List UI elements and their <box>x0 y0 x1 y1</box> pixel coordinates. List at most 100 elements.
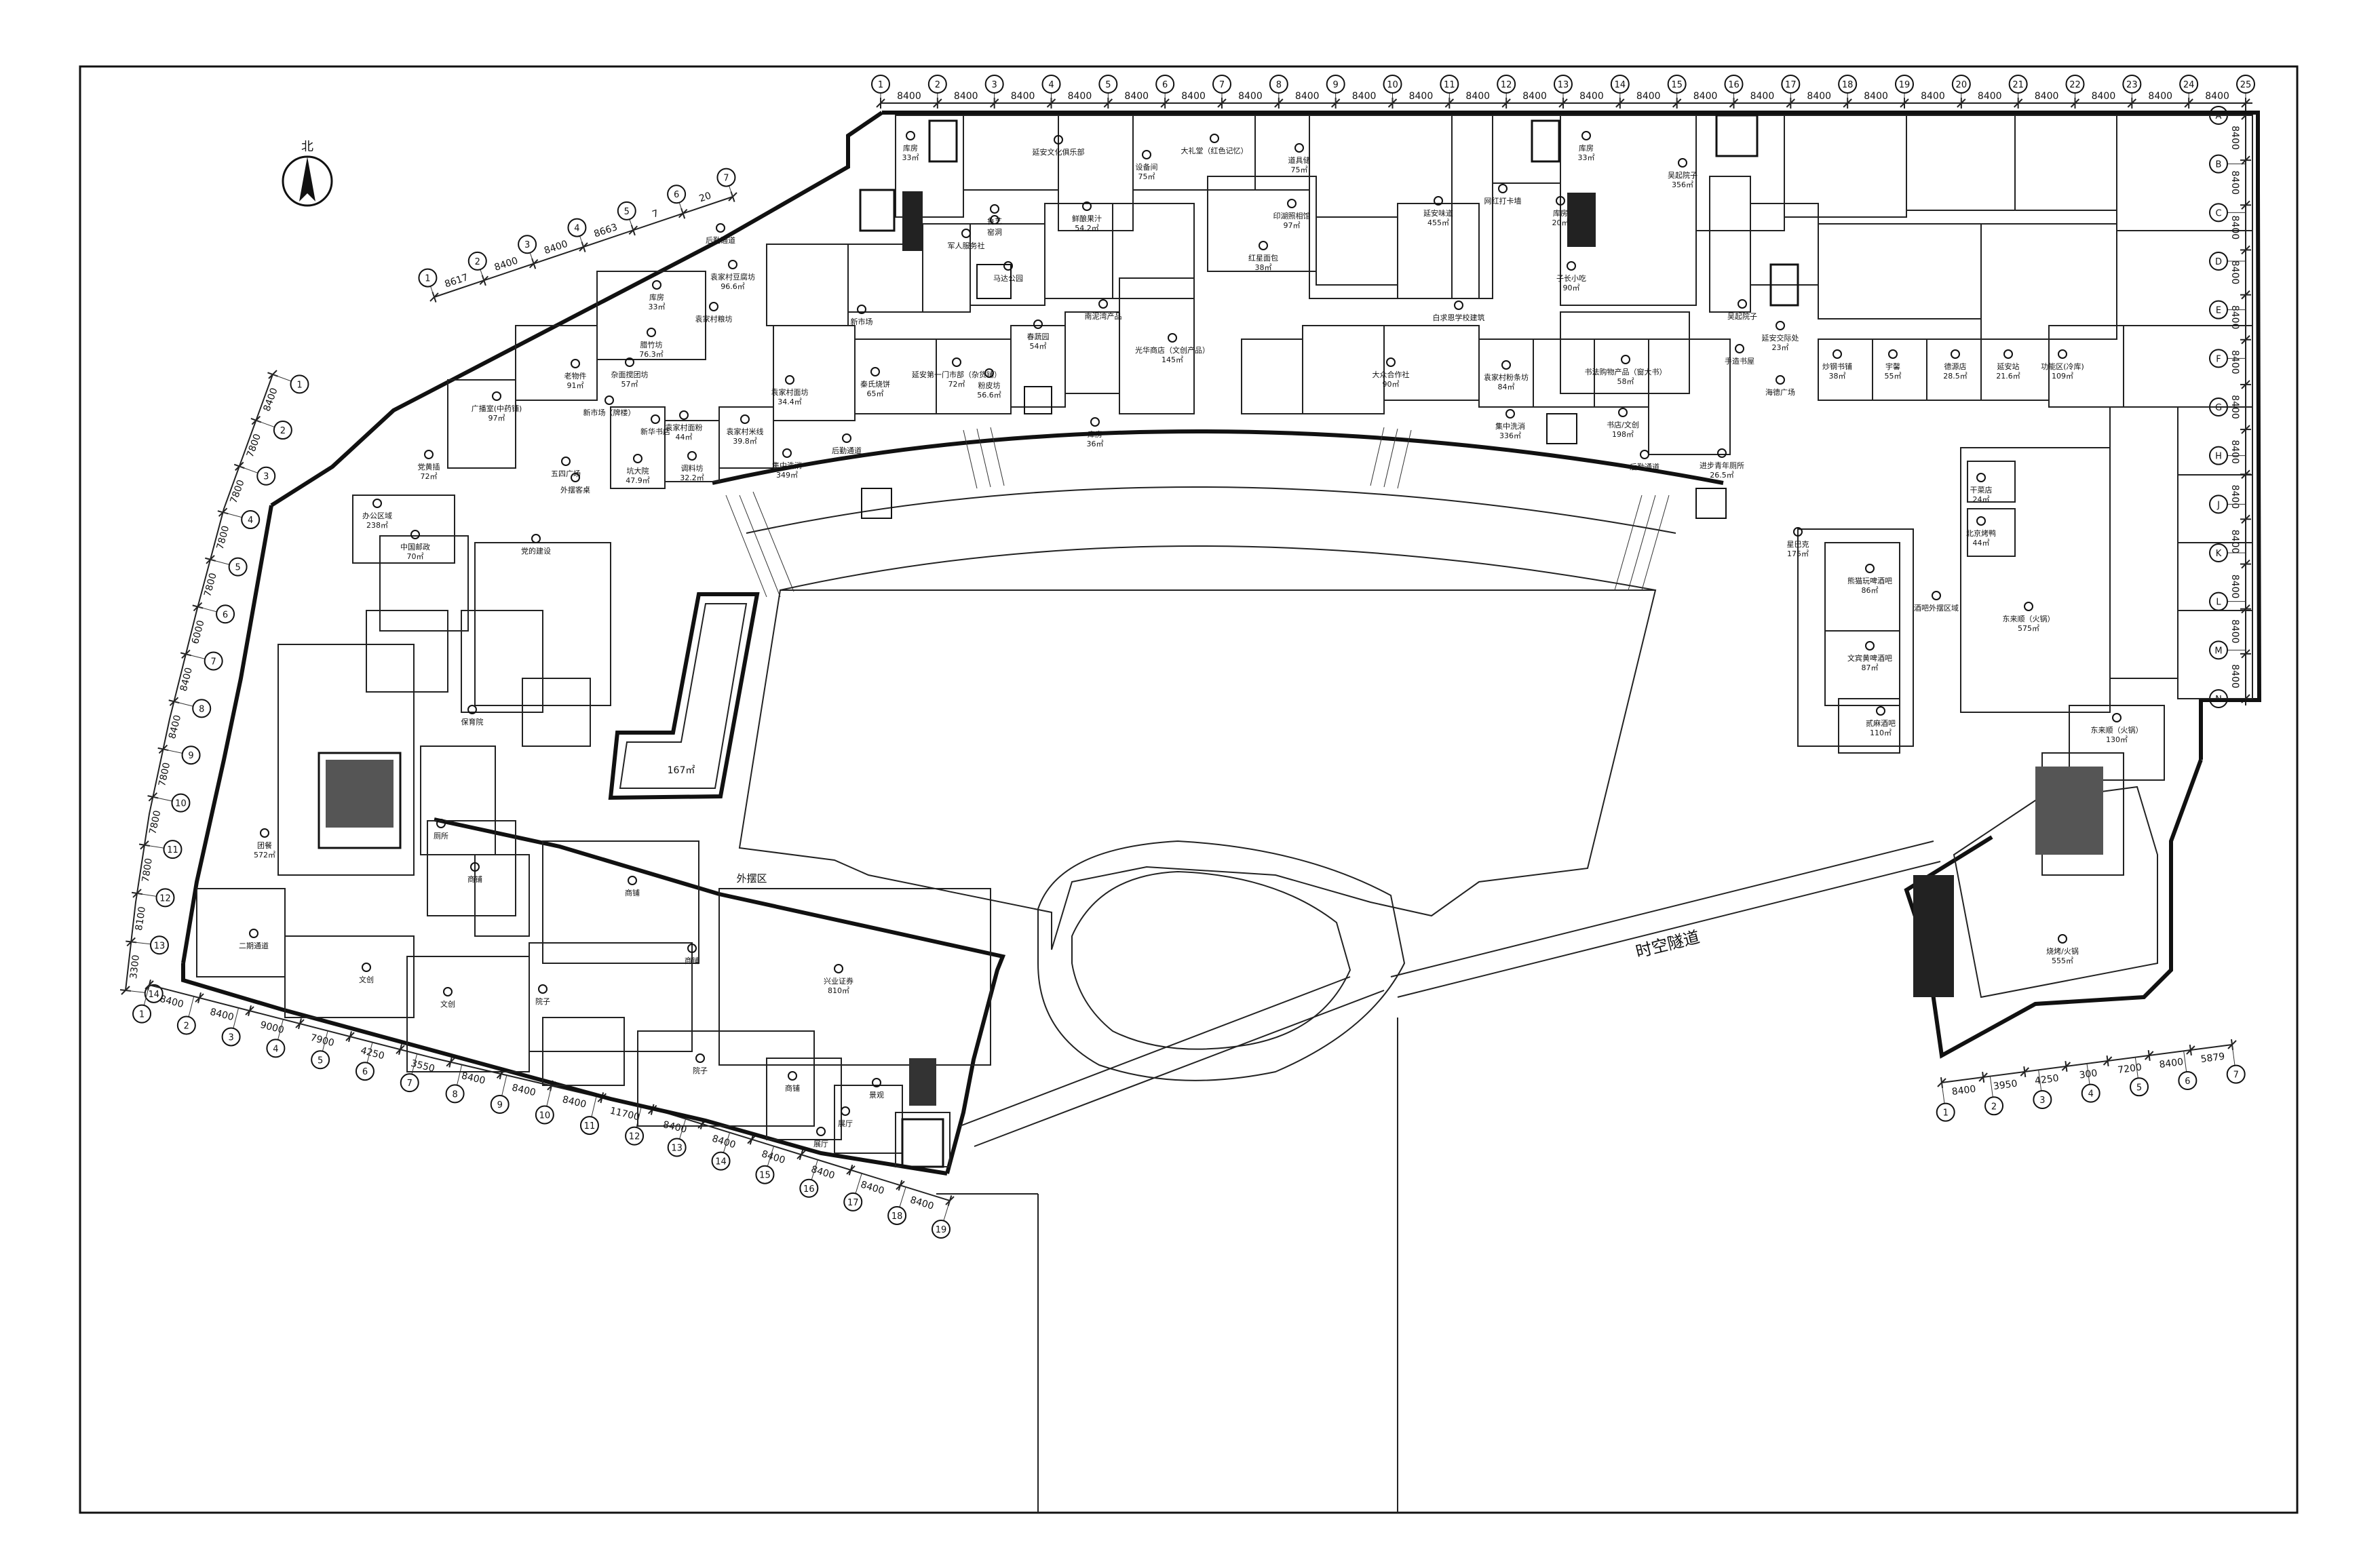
room-area: 84㎡ <box>1498 383 1515 391</box>
axis-label: D <box>2215 257 2222 267</box>
room-label: 军人服务社 <box>948 229 985 250</box>
dimension-label: 7900 <box>309 1032 336 1049</box>
axis-bubble: 12 <box>136 888 175 908</box>
room-area: 810㎡ <box>828 986 849 995</box>
dimension-label: 8400 <box>261 387 280 413</box>
axis-label: 19 <box>1899 80 1911 90</box>
axis-label: 6 <box>223 610 228 620</box>
bottom-left-dimension-string: 8400840090007900425035508400840084001170… <box>145 980 955 1212</box>
room-name: 党黄插 <box>418 462 440 471</box>
axis-label: 6 <box>1162 80 1168 90</box>
room-area: 57㎡ <box>621 380 638 389</box>
room-marker-icon <box>443 987 453 996</box>
road-label: 时空隧道 <box>1634 927 1702 961</box>
north-arrow-icon: 北 <box>282 140 333 207</box>
room-marker-icon <box>1621 355 1630 364</box>
axis-label: A <box>2216 111 2222 121</box>
axis-bubble: 4 <box>266 1019 286 1058</box>
room-marker-icon <box>1454 301 1463 310</box>
axis-bubble: 7 <box>1212 75 1231 103</box>
room-label: 后勤通道 <box>1630 450 1659 471</box>
axis-bubble: 4 <box>223 510 261 530</box>
axis-bubble: 5 <box>1098 75 1118 103</box>
room-area: 65㎡ <box>867 389 884 398</box>
room-name: 子长小吃 <box>1556 274 1586 283</box>
room-marker-icon <box>1033 319 1043 329</box>
dimension-label: 8400 <box>2229 170 2240 195</box>
room-marker-icon <box>785 375 794 385</box>
room-area: 32.2㎡ <box>680 473 704 482</box>
room-marker-icon <box>1865 564 1875 573</box>
axis-bubble: 5 <box>2130 1057 2149 1097</box>
room-area: 70㎡ <box>407 552 424 561</box>
room-area: 23㎡ <box>1772 343 1789 352</box>
room-label: 商铺 <box>625 876 640 897</box>
room-label: 东来顺（火锅）130㎡ <box>2091 713 2143 744</box>
dimension-label: 8400 <box>1238 91 1263 102</box>
room-marker-icon <box>1888 349 1898 359</box>
room-label: 外摆客桌 <box>560 473 590 495</box>
axis-bubble: E <box>2209 300 2246 319</box>
room-name: 腊竹坊 <box>640 340 663 349</box>
room-marker-icon <box>782 448 792 458</box>
room-marker-icon <box>1876 706 1885 716</box>
room-area: 86㎡ <box>1862 586 1879 595</box>
axis-bubble: 10 <box>1383 75 1402 103</box>
dimension-label: 8400 <box>908 1195 935 1212</box>
left-dimension-string: 8400780078007800780060008400840078007800… <box>119 370 280 995</box>
axis-label: 8 <box>452 1089 457 1100</box>
room-marker-icon <box>470 862 480 872</box>
room-label: 保育院 <box>461 705 484 726</box>
axis-bubble: 21 <box>2008 75 2028 103</box>
room-name: 二期通道 <box>239 941 269 950</box>
room-area: 33㎡ <box>902 153 919 162</box>
room-marker-icon <box>1976 473 1986 482</box>
room-area: 75㎡ <box>1138 172 1155 181</box>
axis-label: 7 <box>1219 80 1225 90</box>
room-marker-icon <box>1581 131 1591 140</box>
axis-bubble: 19 <box>931 1200 951 1239</box>
axis-label: 5 <box>624 207 630 217</box>
room-name: 炒钢书铺 <box>1822 362 1852 371</box>
room-name: 团餐 <box>257 840 272 850</box>
room-label: 延安文化俱乐部 <box>1033 135 1085 157</box>
interior-walls <box>196 115 2253 1167</box>
dimension-label: 8400 <box>209 1007 235 1023</box>
room-area: 54㎡ <box>1030 342 1047 351</box>
room-marker-icon <box>1640 450 1649 459</box>
dimension-label: 7800 <box>215 524 232 551</box>
room-label: 商铺 <box>467 862 482 884</box>
room-marker-icon <box>1498 184 1508 193</box>
axis-bubble: 14 <box>125 984 164 1003</box>
axis-bubble: J <box>2209 495 2246 514</box>
axis-bubble: 4 <box>2081 1063 2100 1103</box>
room-marker-icon <box>467 705 477 714</box>
axis-label: 2 <box>280 426 286 436</box>
room-name: 手造书屋 <box>1725 356 1754 366</box>
room-name: 延安第一门市部（杂货铺） <box>912 370 1001 379</box>
room-area: 555㎡ <box>2052 956 2073 965</box>
dimension-label: 8400 <box>2229 530 2240 554</box>
dimension-label: 8400 <box>493 255 520 273</box>
room-label: 展厅 <box>838 1106 853 1128</box>
axis-label: 2 <box>475 257 480 267</box>
room-marker-icon <box>1505 409 1515 419</box>
room-label: 文创 <box>359 963 374 984</box>
room-name: 大礼堂（红色记忆） <box>1181 146 1248 155</box>
room-marker-icon <box>709 302 718 311</box>
room-area: 47.9㎡ <box>626 476 650 485</box>
axis-label: 25 <box>2240 80 2252 90</box>
room-label: 袁家村粮坊 <box>695 302 733 324</box>
room-marker-icon <box>249 929 258 938</box>
room-marker-icon <box>906 131 915 140</box>
axis-bubble: 3 <box>984 75 1004 103</box>
room-label: 马达公园 <box>993 261 1023 283</box>
room-name: 库房 <box>1088 430 1102 439</box>
